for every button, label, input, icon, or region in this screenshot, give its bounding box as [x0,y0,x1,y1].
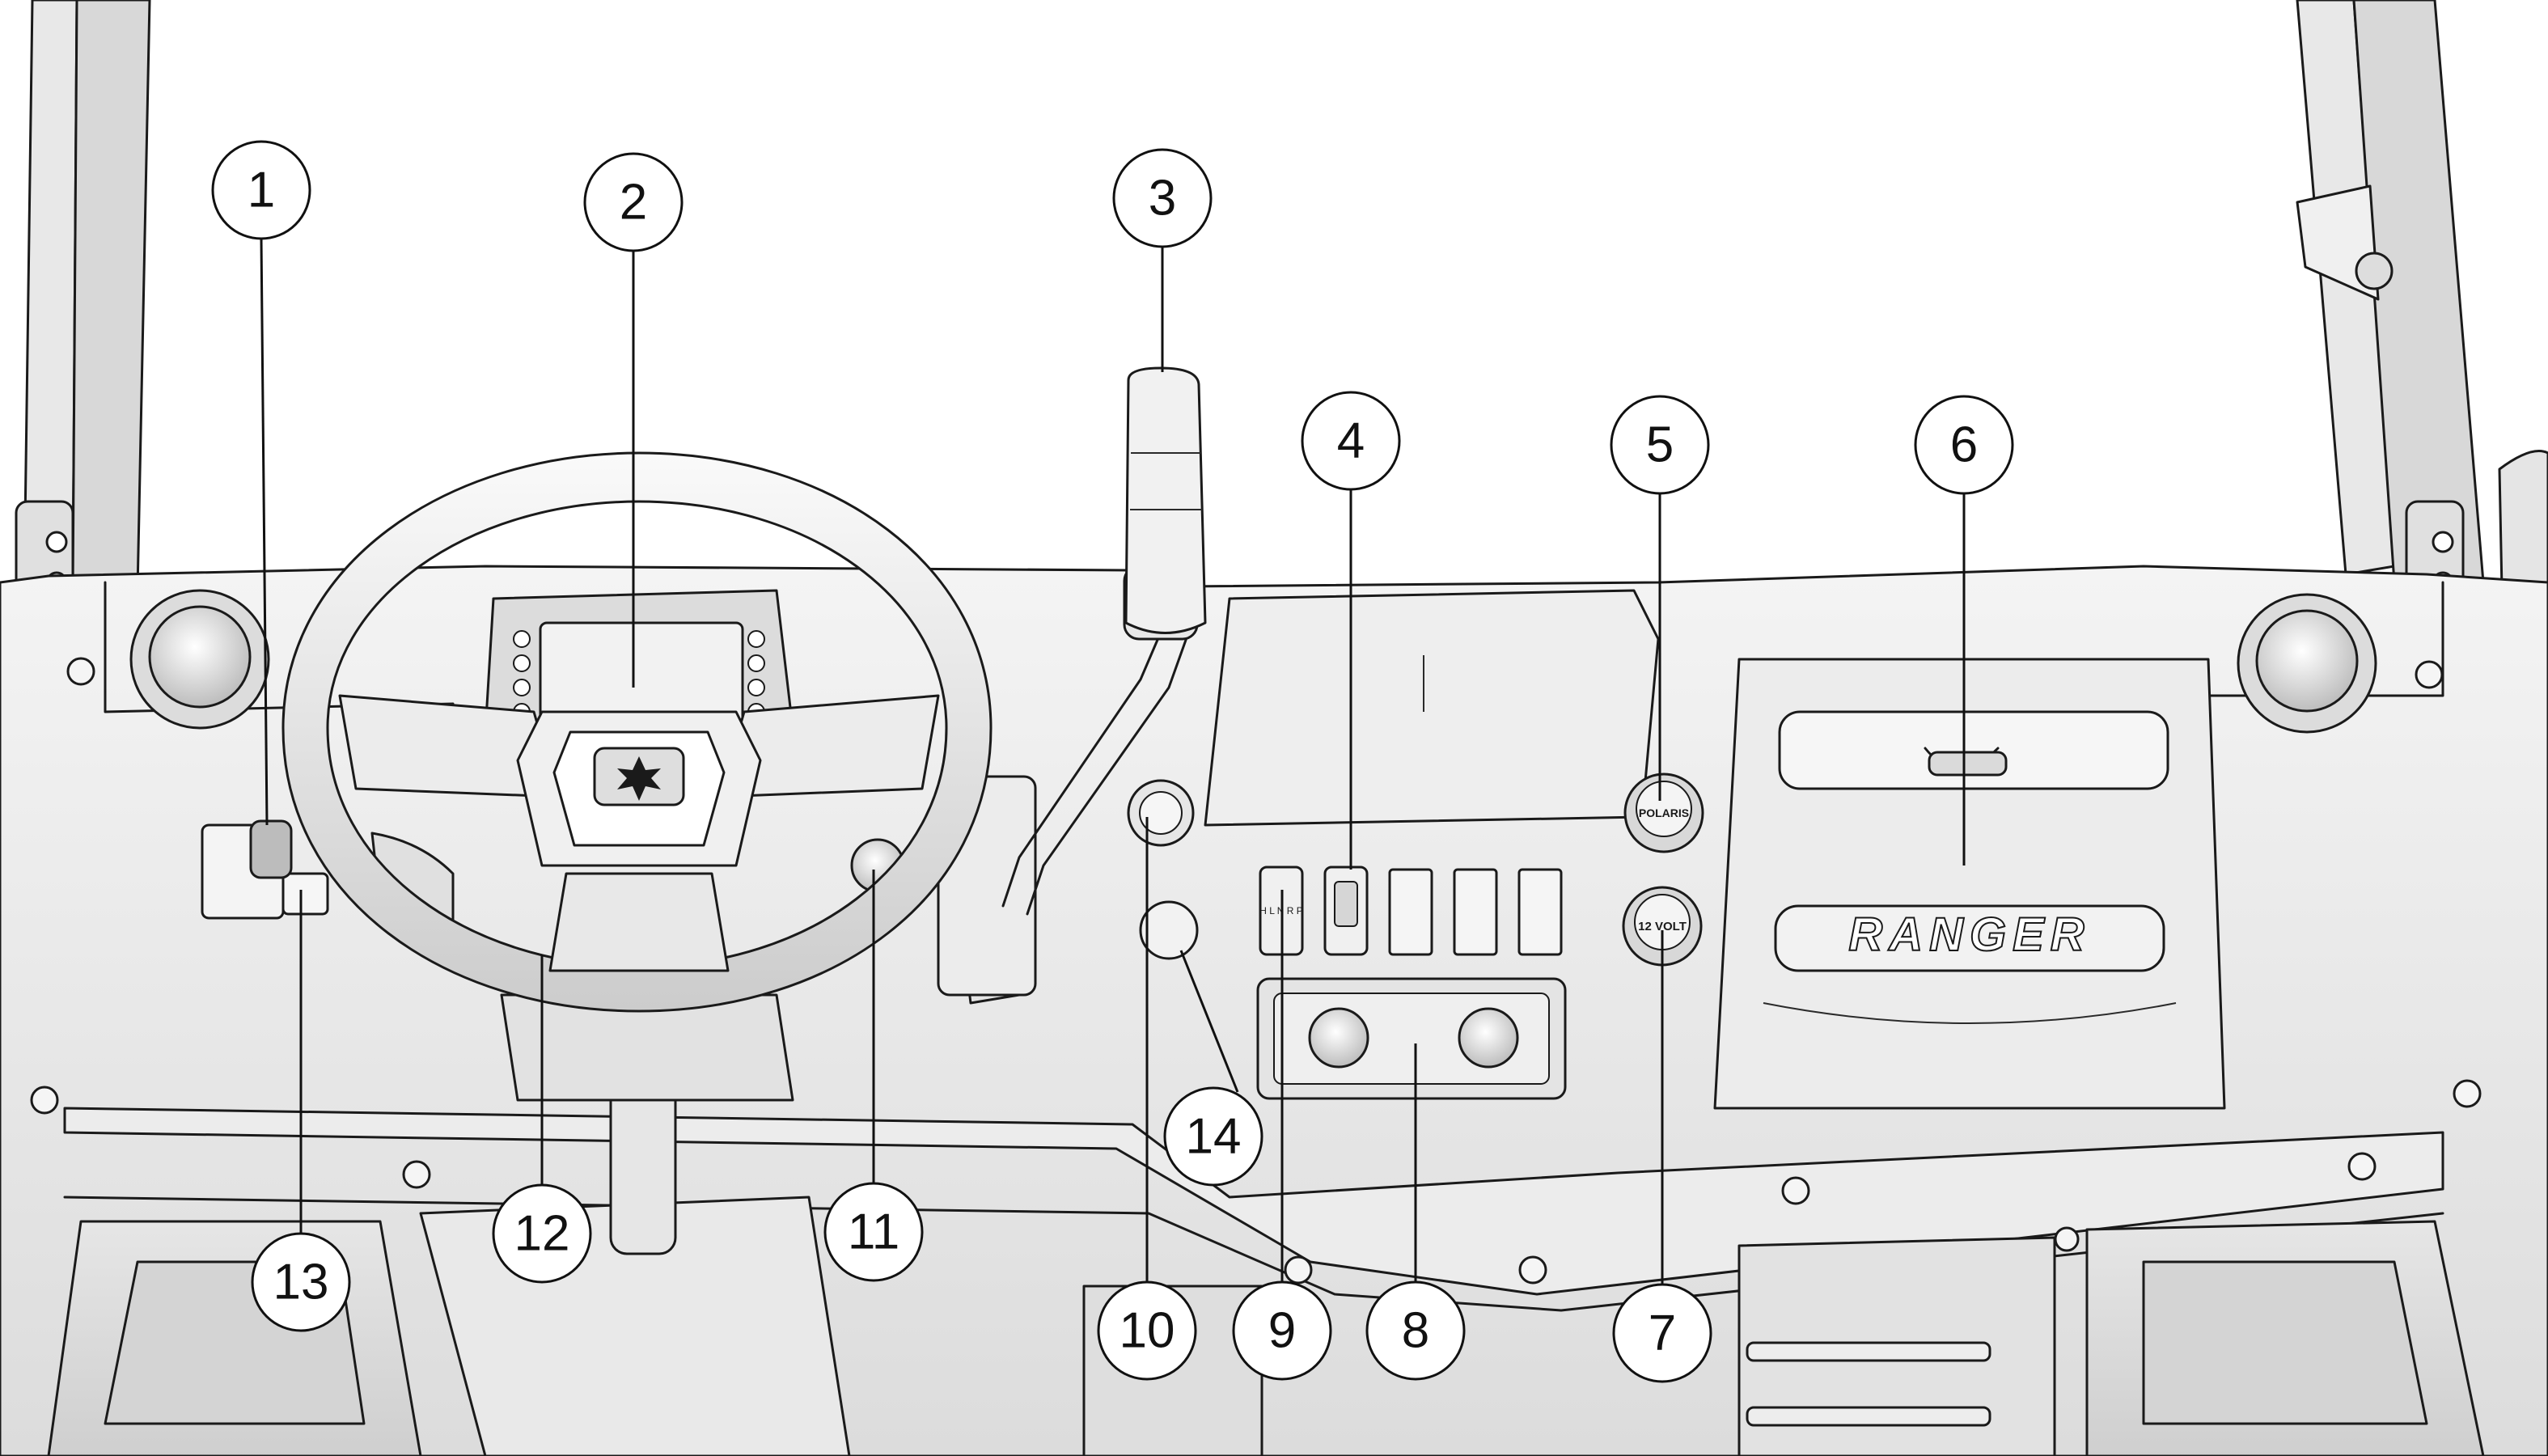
callout-5-label: 5 [1646,417,1674,473]
steering-wheel [281,451,993,1013]
callout-7-label: 7 [1649,1306,1676,1361]
callout-6: 6 [1914,395,2014,495]
outlet-top-label: POLARIS [1639,806,1689,819]
vent-left [129,589,270,730]
callout-3-label: 3 [1149,171,1176,226]
callout-5: 5 [1610,395,1710,495]
callout-14: 14 [1163,1086,1263,1187]
callout-1-label: 1 [248,163,275,218]
vent-right [2237,593,2377,734]
callout-7: 7 [1612,1283,1712,1383]
callout-2: 2 [583,152,684,252]
leader-lines [260,238,1966,1286]
callout-11: 11 [823,1182,924,1282]
steering-column [500,993,794,1255]
callout-9: 9 [1232,1280,1332,1381]
callout-3: 3 [1112,148,1213,248]
callout-4: 4 [1301,391,1401,491]
callout-12: 12 [492,1183,592,1284]
callout-9-label: 9 [1268,1303,1296,1359]
callout-1: 1 [211,140,311,240]
callout-10-label: 10 [1120,1303,1175,1359]
callout-10: 10 [1097,1280,1197,1381]
callouts: 1 2 3 4 5 6 7 8 [211,140,2014,1383]
glove-box: RANGER [1713,658,2226,1110]
outlet-bottom-label: 12 VOLT [1638,920,1687,933]
callout-2-label: 2 [620,175,647,231]
callout-14-label: 14 [1186,1109,1242,1165]
callout-8-label: 8 [1402,1303,1429,1359]
callout-8: 8 [1365,1280,1466,1381]
callout-13: 13 [251,1232,351,1332]
callout-13-label: 13 [273,1255,329,1310]
instrument-cluster [484,589,794,734]
callout-12-label: 12 [514,1206,570,1262]
callout-11-label: 11 [848,1204,899,1260]
callout-6-label: 6 [1950,417,1978,473]
glove-box-logo: RANGER [1848,908,2090,961]
center-panel: H L N R P POLARIS 12 VOLT [1127,589,1704,1100]
callout-4-label: 4 [1337,413,1365,469]
